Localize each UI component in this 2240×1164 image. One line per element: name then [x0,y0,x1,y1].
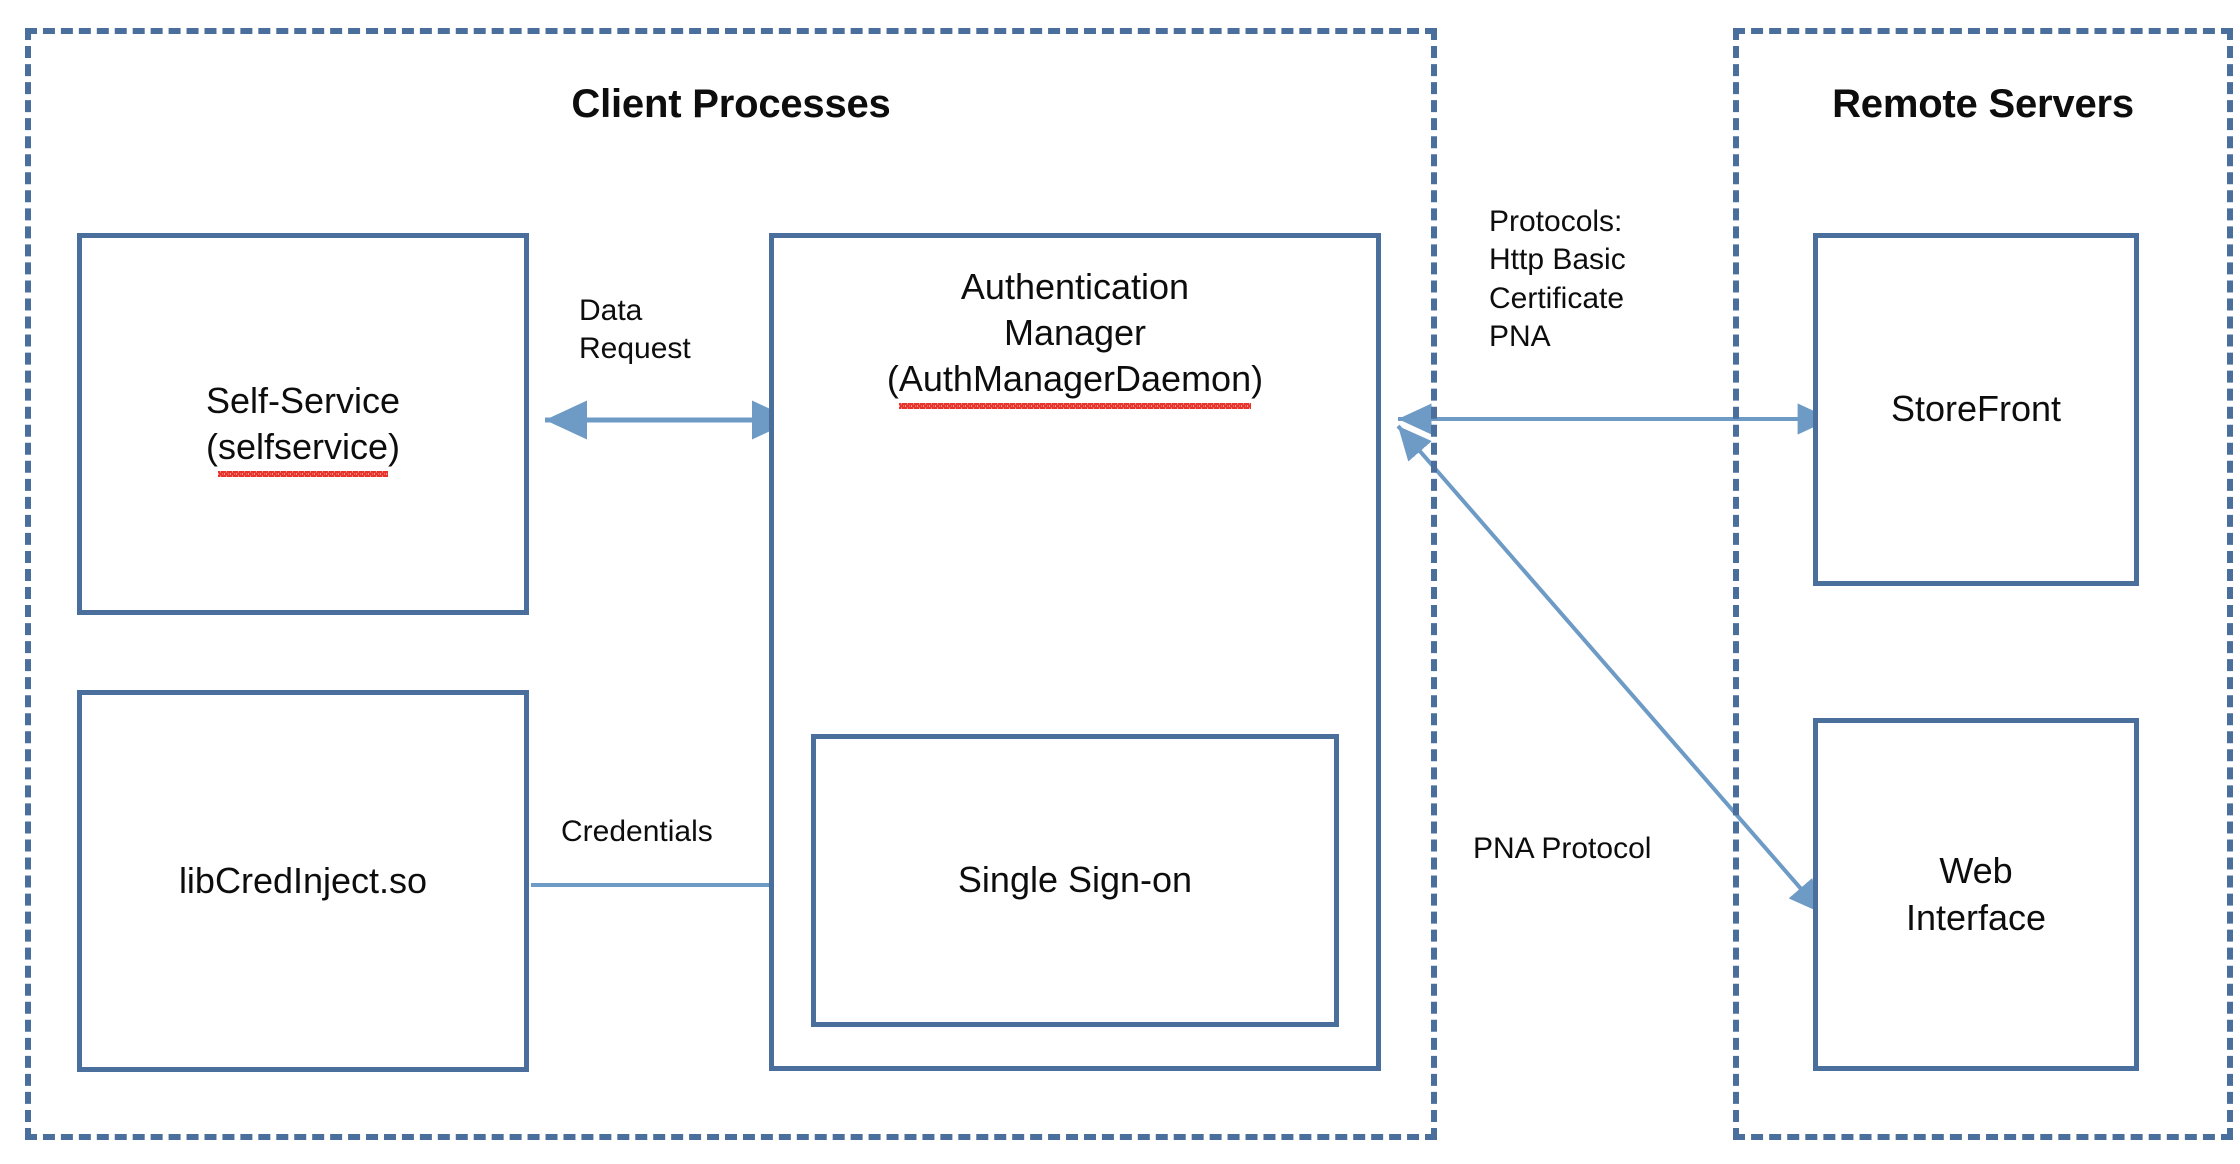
box-web-interface-line1: Web [1939,850,2013,892]
box-libcredinject[interactable]: libCredInject.so [77,690,529,1072]
box-authentication-manager-line1: Authentication [960,266,1190,307]
spellcheck-selfservice: selfservice [217,424,389,478]
group-remote-servers-title: Remote Servers [1832,82,2134,126]
spellcheck-authmanagerdaemon: AuthManagerDaemon [898,356,1252,410]
box-web-interface-line2: Interface [1905,896,2047,938]
edge-label-pna-protocol: PNA Protocol [1473,832,1652,865]
box-single-sign-on[interactable]: Single Sign-on [811,734,1339,1027]
box-self-service-line1: Self-Service [205,379,401,421]
box-self-service[interactable]: Self-Service (selfservice) [77,233,529,615]
box-self-service-line2: (selfservice) [206,424,400,478]
group-remote-servers: Remote Servers [1733,28,2233,1140]
box-authentication-manager-line2: Manager [1003,312,1147,354]
group-client-processes-title: Client Processes [571,82,891,126]
group-client-processes: Client Processes [25,28,1437,1140]
box-libcredinject-label: libCredInject.so [178,859,428,901]
box-storefront[interactable]: StoreFront [1813,233,2139,586]
edge-label-protocols: Protocols: Http Basic Certificate PNA [1489,205,1626,354]
edge-label-data-request: Data Request [579,294,691,366]
edge-label-credentials: Credentials [561,815,713,848]
box-storefront-label: StoreFront [1890,388,2062,430]
box-authentication-manager-line3: (AuthManagerDaemon) [887,356,1263,410]
box-single-sign-on-label: Single Sign-on [957,859,1193,901]
box-web-interface[interactable]: Web Interface [1813,718,2139,1071]
